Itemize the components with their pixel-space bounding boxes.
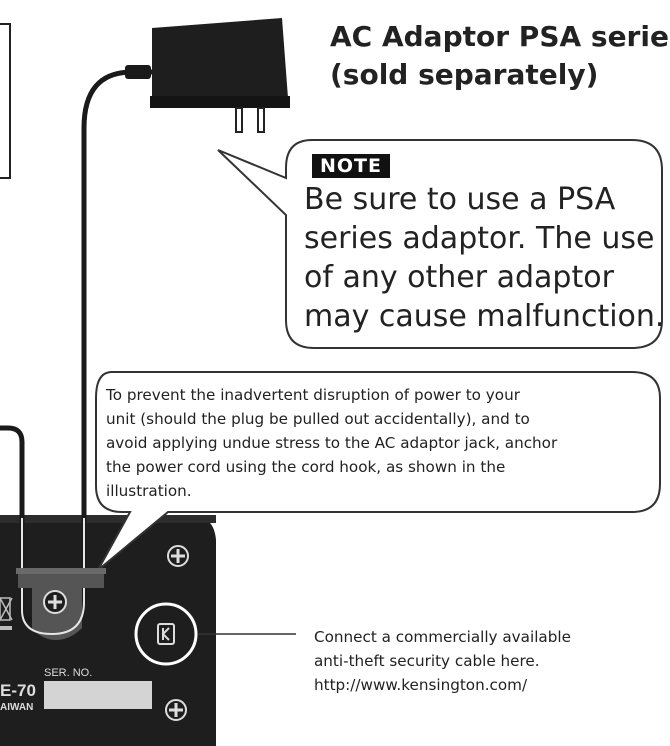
kensington-line: anti-theft security cable here. (314, 652, 540, 670)
cord-loop-bottom (21, 601, 85, 636)
kensington-callout-text: Connect a commercially available anti-th… (314, 625, 654, 697)
hook-line: avoid applying undue stress to the AC ad… (106, 434, 558, 452)
note-line: series adaptor. The use (304, 221, 655, 256)
kensington-k-glyph (161, 627, 170, 641)
note-line: may cause malfunction. (304, 299, 665, 334)
adaptor-title-line: (sold separately) (330, 58, 599, 91)
hook-line: unit (should the plug be pulled out acci… (106, 410, 530, 428)
note-line: Be sure to use a PSA (304, 182, 616, 217)
cord-hook-top (16, 568, 106, 574)
note-label: NOTE (312, 154, 390, 178)
screw-slot-bottom (169, 703, 183, 717)
adaptor-title-line: AC Adaptor PSA series (330, 20, 670, 53)
weee-bar (0, 626, 12, 630)
note-line: of any other adaptor (304, 260, 614, 295)
note-callout-outline (217, 139, 663, 349)
left-edge-box (0, 23, 11, 179)
adaptor-prong-right (257, 107, 265, 133)
kensington-lock-icon (157, 623, 175, 645)
adaptor-prong-left (235, 107, 243, 133)
hook-line: the power cord using the cord hook, as s… (106, 458, 506, 476)
note-text: Be sure to use a PSA series adaptor. The… (304, 180, 665, 336)
panel-shade (0, 515, 216, 523)
cord-strain-relief (125, 65, 151, 79)
hook-line: illustration. (106, 482, 192, 500)
kensington-url: http://www.kensington.com/ (314, 676, 528, 694)
hook-line: To prevent the inadvertent disruption of… (106, 386, 520, 404)
ac-adaptor (152, 18, 288, 98)
screw-slot (48, 595, 62, 609)
adaptor-title: AC Adaptor PSA series (sold separately) (330, 18, 670, 94)
ac-adaptor-bottom (150, 96, 290, 108)
weee-bin-icon (0, 597, 13, 621)
model-text: E-70 (0, 681, 36, 700)
serial-number-field (44, 681, 152, 709)
origin-text: AIWAN (0, 702, 33, 713)
serial-label: SER. NO. (44, 667, 92, 679)
left-cord (0, 425, 33, 623)
kensington-ring (134, 602, 198, 666)
kensington-line: Connect a commercially available (314, 628, 571, 646)
cord-hook-callout-text: To prevent the inadvertent disruption of… (106, 383, 661, 503)
hook-callout-outline (95, 371, 661, 571)
screw-slot-top (171, 549, 185, 563)
